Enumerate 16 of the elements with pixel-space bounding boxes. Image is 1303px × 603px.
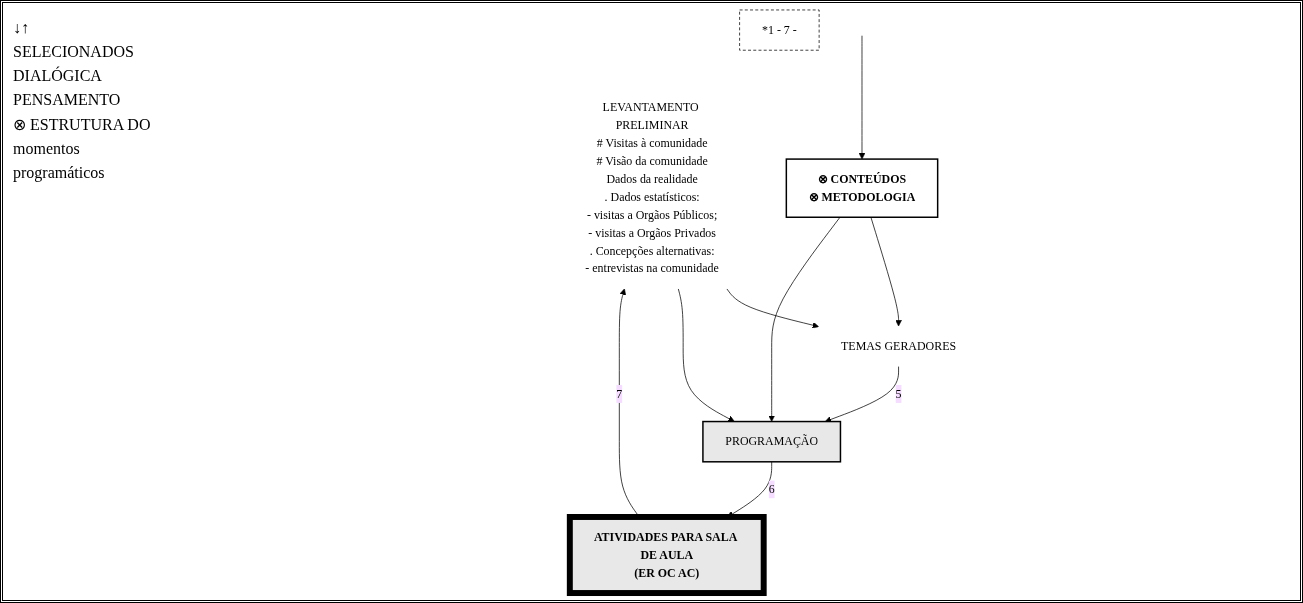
node-text: TEMAS GERADORES <box>840 339 956 353</box>
node-box: ⊗ CONTEÚDOS ⊗ METODOLOGIA <box>785 158 939 218</box>
edge-label: 5 <box>895 387 902 400</box>
note-text: momentos <box>13 140 81 158</box>
note-text: ⊗ ESTRUTURA DO <box>13 115 152 134</box>
note-text: PENSAMENTO <box>13 91 122 109</box>
node-box: ATIVIDADES PARA SALA DE AULA (ER OC AC) <box>566 514 767 596</box>
note-text: ↓↑ <box>13 19 30 37</box>
note-text: programáticos <box>13 164 106 182</box>
note-text: SELECIONADOS <box>13 43 135 61</box>
node-box: PROGRAMAÇÃO <box>701 420 841 463</box>
node-text: LEVANTAMENTO PRELIMINAR # Visitas à comunidade # Visão da comunidade Dados da realidade . Dados estatísticos: - visitas a Orgãos Públicos; - visitas a Orgãos Privados . Concepções alternativas: - entrevistas na comunidade <box>585 100 719 275</box>
edge-label: 7 <box>616 387 622 400</box>
note-text: DIALÓGICA <box>13 67 103 85</box>
edge-label: 6 <box>768 482 775 496</box>
node-box: *1 - 7 - <box>738 9 820 51</box>
